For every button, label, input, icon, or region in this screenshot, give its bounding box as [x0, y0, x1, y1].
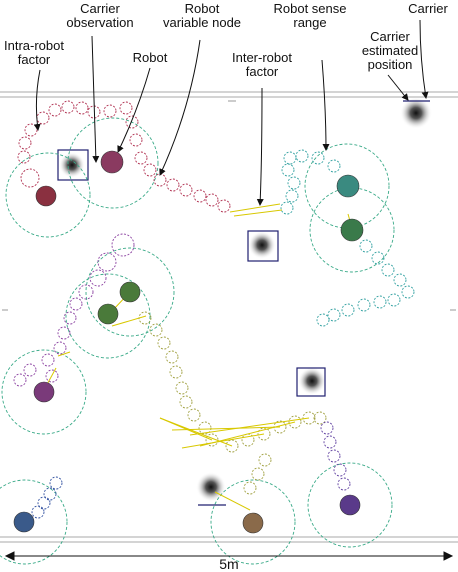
robot-sense-range-label: Robot sense range	[273, 1, 347, 30]
arena-bottom-wall	[0, 536, 458, 543]
robot	[13, 150, 364, 534]
trail-violet	[320, 421, 351, 491]
trail-red	[17, 100, 231, 213]
intra-robot-factor-label: Intra-robot factor	[4, 38, 64, 67]
trail-purple	[13, 233, 135, 387]
wall-marks	[2, 100, 456, 311]
robot-sense-range	[0, 117, 395, 565]
carrier-blob	[59, 97, 432, 502]
trail-blue	[31, 476, 63, 519]
robot-variable-node-label: Robot variable node	[162, 1, 242, 30]
carrier-observation-label: Carrier observation	[66, 1, 134, 30]
arena-top-wall	[0, 91, 458, 98]
carrier-label: Carrier	[408, 1, 448, 16]
inter-robot-factor-label: Inter-robot factor	[232, 50, 292, 79]
scale-label: 5m	[219, 556, 239, 572]
trail-olive	[138, 311, 327, 495]
inter-robot-factor-lines	[43, 203, 353, 511]
carrier-observation-box	[57, 100, 430, 506]
carrier-estimated-position-label: Carrier estimated position	[361, 29, 419, 72]
robot-label: Robot	[132, 50, 168, 65]
scale-bar	[4, 551, 454, 561]
callout-arrows	[33, 19, 429, 206]
trail-teal	[280, 149, 415, 327]
